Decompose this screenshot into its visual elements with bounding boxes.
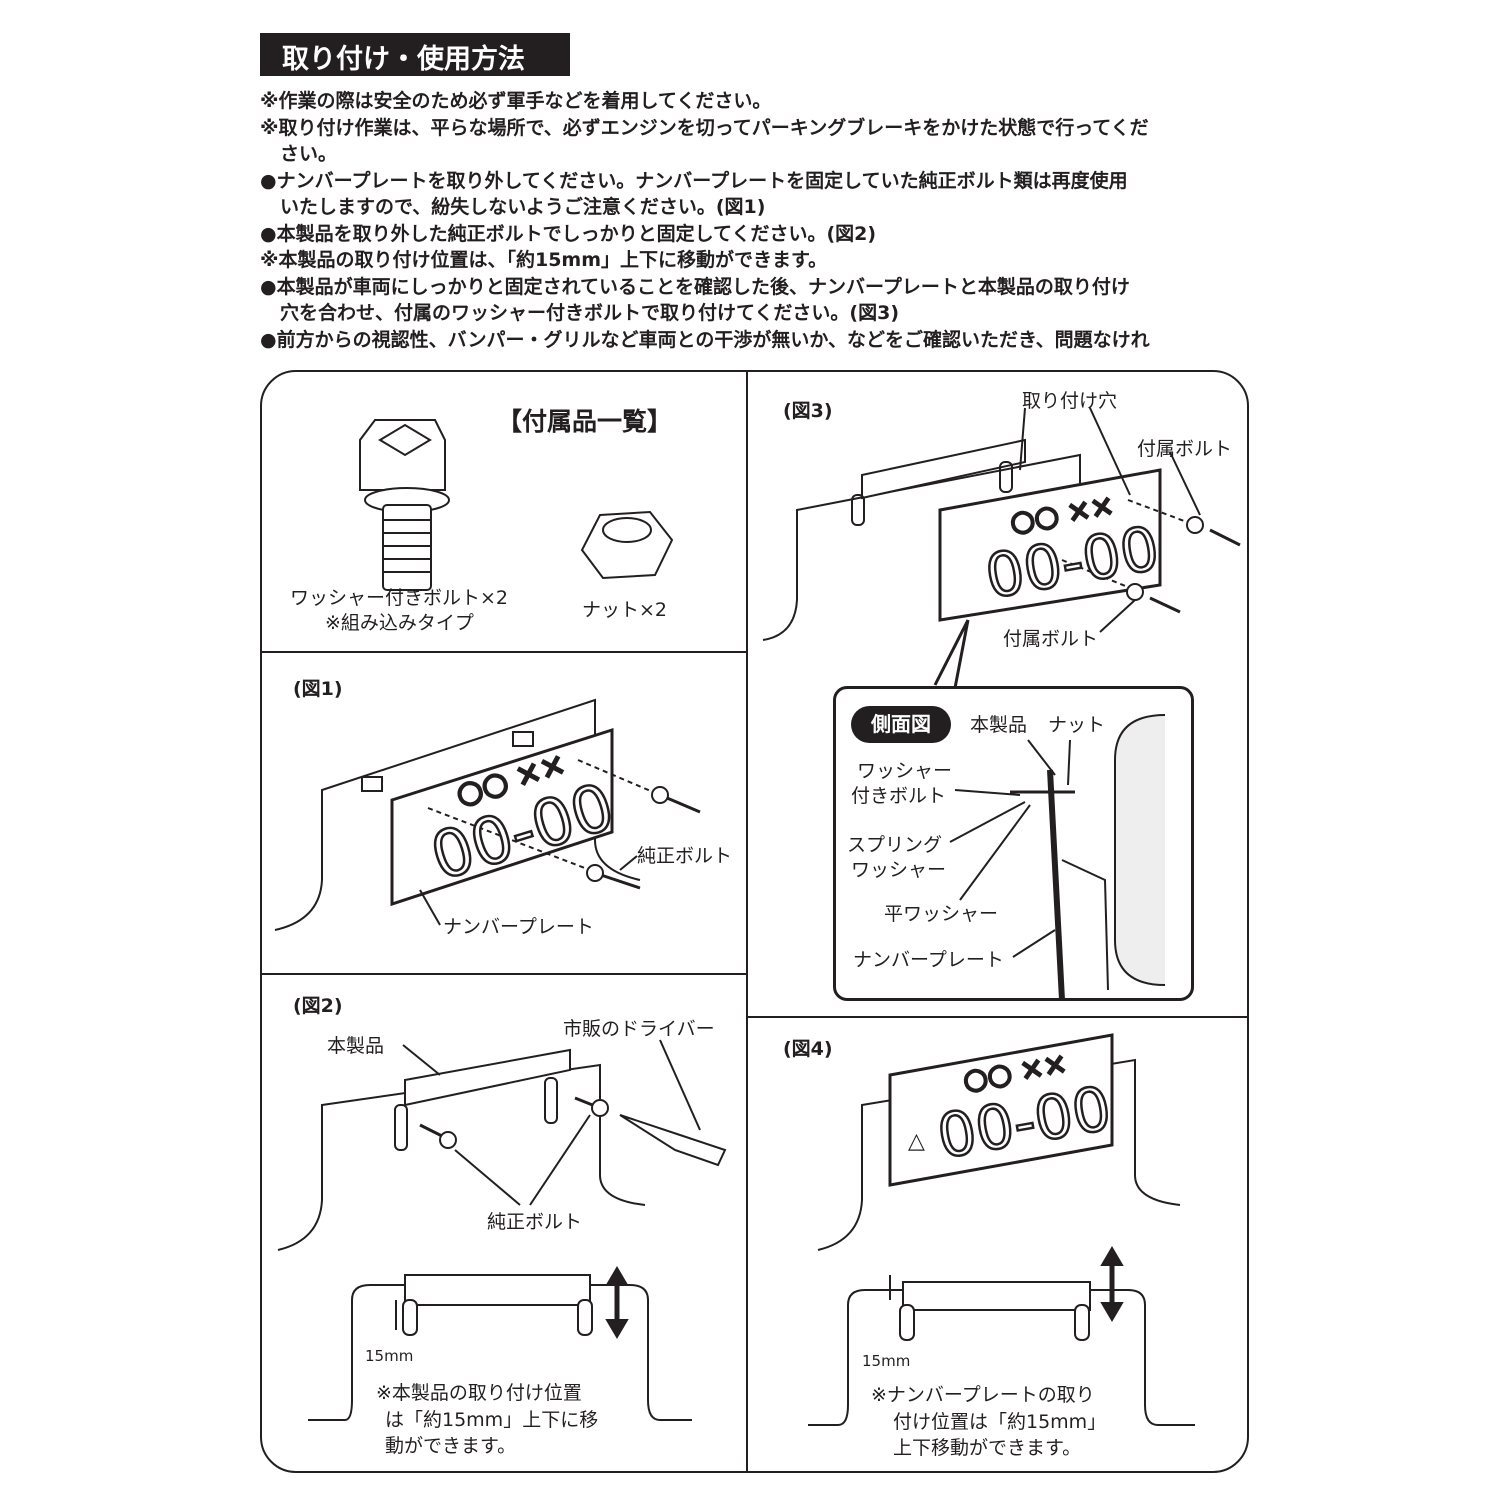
instruction-line: ●前方からの視認性、バンパー・グリルなど車両との干渉が無いか、などをご確認いただ…	[260, 328, 1150, 351]
instruction-line: いたしますので、紛失しないようご注意ください。(図1)	[280, 196, 766, 218]
fig3-bolt-label: 付属ボルト	[1003, 628, 1099, 650]
bolt-label: ワッシャー付きボルト×2	[290, 587, 509, 609]
instruction-line: ※本製品の取り付け位置は、「約15mm」上下に移動ができます。	[260, 249, 828, 271]
fig4-note: 上下移動ができます。	[893, 1437, 1082, 1459]
accessories-heading: 【付属品一覧】	[497, 407, 673, 436]
nut-label: ナット×2	[582, 599, 668, 621]
fig1-bolt-label: 純正ボルト	[637, 845, 733, 867]
fig3-illustration	[762, 407, 1241, 1001]
instruction-line: ●本製品を取り外した純正ボルトでしっかりと固定してください。(図2)	[260, 222, 877, 245]
fig3-hole-label: 取り付け穴	[1022, 390, 1118, 412]
fig2-dimension: 15mm	[365, 1347, 414, 1365]
fig2-bolt-label: 純正ボルト	[487, 1211, 583, 1233]
instruction-line: さい。	[280, 143, 338, 165]
instruction-line: ※取り付け作業は、平らな場所で、必ずエンジンを切ってパーキングブレーキをかけた状…	[260, 116, 1149, 139]
fig4-dimension: 15mm	[862, 1352, 911, 1370]
fig2-driver-label: 市販のドライバー	[563, 1018, 715, 1040]
side-flat-washer-label: 平ワッシャー	[884, 903, 999, 925]
fig4-note: 付け位置は「約15mm」	[893, 1411, 1107, 1433]
fig4-note: ※ナンバープレートの取り	[871, 1384, 1095, 1406]
nut-icon	[580, 510, 674, 580]
plate-mark: △	[908, 1129, 925, 1154]
fig2-product-label: 本製品	[327, 1035, 385, 1057]
instruction-line: ●ナンバープレートを取り外してください。ナンバープレートを固定していた純正ボルト…	[260, 169, 1128, 192]
instruction-line: ※作業の際は安全のため必ず軍手などを着用してください。	[260, 90, 772, 112]
side-product-label: 本製品	[970, 714, 1028, 736]
instruction-line: ●本製品が車両にしっかりと固定されていることを確認した後、ナンバープレートと本製…	[260, 275, 1130, 298]
fig3-label: (図3)	[783, 400, 833, 422]
side-washer-bolt-label: 付きボルト	[851, 785, 947, 807]
fig1-illustration	[274, 698, 701, 931]
fig2-note: は「約15mm」上下に移	[385, 1409, 599, 1431]
instructions: ※作業の際は安全のため必ず軍手などを着用してください。 ※取り付け作業は、平らな…	[260, 88, 1150, 353]
fig4-illustration	[808, 1033, 1195, 1426]
side-nut-label: ナット	[1048, 714, 1106, 736]
fig2-note: 動ができます。	[385, 1435, 517, 1457]
instruction-line: 穴を合わせ、付属のワッシャー付きボルトで取り付けてください。(図3)	[280, 302, 900, 324]
fig2-label: (図2)	[293, 995, 343, 1017]
diagram-frame	[260, 370, 1249, 1473]
bolt-note: ※組み込みタイプ	[325, 612, 474, 634]
washer-bolt-icon	[359, 419, 450, 591]
side-spring-washer-label: スプリング	[847, 834, 943, 856]
side-spring-washer-label: ワッシャー	[851, 859, 947, 881]
side-view-box	[833, 686, 1194, 1001]
side-washer-bolt-label: ワッシャー	[857, 760, 953, 782]
page-title: 取り付け・使用方法	[260, 33, 570, 76]
fig1-plate-label: ナンバープレート	[443, 916, 594, 938]
side-view-badge: 側面図	[851, 706, 951, 743]
fig2-illustration	[277, 1039, 727, 1421]
fig4-label: (図4)	[783, 1038, 833, 1060]
fig2-note: ※本製品の取り付け位置	[376, 1382, 582, 1404]
fig1-label: (図1)	[293, 678, 343, 700]
side-plate-label: ナンバープレート	[853, 949, 1004, 971]
fig3-bolt-label: 付属ボルト	[1137, 438, 1233, 460]
